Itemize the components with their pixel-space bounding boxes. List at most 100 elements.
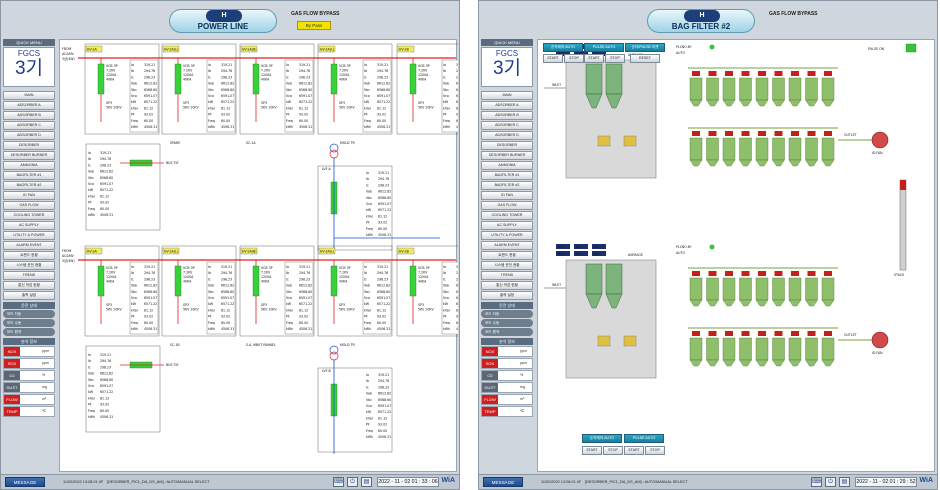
nav-item[interactable]: ALARM EVENT (3, 241, 55, 250)
bag-hopper (821, 159, 835, 167)
analyzer-value (498, 383, 520, 392)
logout-icon[interactable]: ⏻ (347, 477, 358, 487)
meter-label: kW (131, 302, 137, 306)
dp-value: 0.2 (576, 245, 581, 249)
vcb-spec: 1200A (183, 73, 194, 77)
nav-item[interactable]: GAS FLOW (3, 201, 55, 210)
meter-label: Ia (443, 63, 446, 67)
meter-label: Vab (208, 82, 214, 86)
nav-item[interactable]: ADSORBER A (481, 101, 533, 110)
transformer-icon (329, 149, 339, 159)
breaker-spec: SP3 (418, 101, 424, 105)
nav-item[interactable]: 트렌드 현황 (3, 251, 55, 260)
nav-item[interactable]: AC SUPPLY (481, 221, 533, 230)
nav-item[interactable]: 출력 설정 (3, 291, 55, 300)
nav-item[interactable]: BAGFILTER #1 (481, 171, 533, 180)
control-button[interactable]: 순차제어 AUTO (543, 43, 583, 52)
logout-icon[interactable]: ⏻ (825, 477, 836, 487)
mode-toggle[interactable]: 모드 자동 (481, 310, 533, 318)
nav-item[interactable]: 출력 설정 (481, 291, 533, 300)
stack-label: STACK (894, 273, 905, 277)
control-button[interactable]: STOP (645, 446, 665, 455)
nav-item[interactable]: ADSORBER D (481, 131, 533, 140)
control-button[interactable]: START (624, 446, 644, 455)
message-button[interactable]: MESSAGE (5, 477, 45, 487)
outlet-label: OUTLET (844, 333, 857, 337)
nav-item[interactable]: UTILITY & POWER (481, 231, 533, 240)
nav-item[interactable]: BAGFILTER #2 (481, 181, 533, 190)
nav-item[interactable]: COOLING TOWER (3, 211, 55, 220)
hopper (585, 63, 603, 95)
nav-item[interactable]: 시스템 운전 현황 (481, 261, 533, 270)
nav-item[interactable]: UTILITY & POWER (3, 231, 55, 240)
meter-value: 298.23 (377, 277, 388, 281)
nav-item[interactable]: 통신 작업 현황 (481, 281, 533, 290)
nav-item[interactable]: COOLING TOWER (481, 211, 533, 220)
meter-label: Ia (364, 265, 367, 269)
nav-item[interactable]: AMMONIA (3, 161, 55, 170)
print-icon[interactable]: ▤ (361, 477, 372, 487)
mode-toggle[interactable]: 모드 원격 (481, 328, 533, 336)
nav-item[interactable]: DESORBER BURNER (481, 151, 533, 160)
nav-item[interactable]: AMMONIA (481, 161, 533, 170)
analyzer-value (20, 371, 42, 380)
control-button[interactable]: PULSE AUTO (624, 434, 664, 443)
control-button[interactable]: 순차/PULSE 리셋 (625, 43, 665, 52)
meter-value: 6612.82 (378, 190, 391, 194)
control-button[interactable]: STOP (564, 54, 584, 63)
control-button[interactable]: STOP (605, 54, 625, 63)
analyzer-unit: ℃ (520, 409, 525, 413)
nav-item[interactable]: GAS FLOW (481, 201, 533, 210)
nav-item[interactable]: BAGFILTER #1 (3, 171, 55, 180)
nav-item[interactable]: TREND (3, 271, 55, 280)
nav-item[interactable]: MAIN (3, 91, 55, 100)
print-icon[interactable]: ▤ (839, 477, 850, 487)
meter-table (284, 59, 314, 133)
nav-item[interactable]: ADSORBER C (481, 121, 533, 130)
nav-item[interactable]: ID FAN (481, 191, 533, 200)
meter-label: Ib (286, 271, 289, 275)
nav-item[interactable]: ADSORBER C (3, 121, 55, 130)
meter-value: 6568.60 (221, 290, 234, 294)
valve-icon (741, 331, 750, 336)
nav-item[interactable]: BAGFILTER #2 (3, 181, 55, 190)
nav-item[interactable]: ADSORBER B (481, 111, 533, 120)
control-button[interactable]: STOP (603, 446, 623, 455)
nav-item[interactable]: ALARM EVENT (481, 241, 533, 250)
mode-toggle[interactable]: 모드 수동 (3, 319, 55, 327)
bag-cell (821, 277, 835, 301)
control-button[interactable]: 순차제어 AUTO (582, 434, 622, 443)
bag-hopper (739, 359, 752, 367)
message-button[interactable]: MESSAGE (483, 477, 523, 487)
mode-toggle[interactable]: 모드 자동 (3, 310, 55, 318)
bypass-badge[interactable]: By Pass (297, 21, 331, 30)
nav-item[interactable]: 통신 작업 현황 (3, 281, 55, 290)
control-button[interactable]: START (584, 54, 604, 63)
control-button[interactable]: START (582, 446, 602, 455)
lvf-box (317, 165, 393, 251)
control-button[interactable]: RESET (630, 54, 660, 63)
nav-item[interactable]: ADSORBER A (3, 101, 55, 110)
keyboard-icon[interactable]: ⌨ (811, 477, 822, 487)
meter-value: 60.00 (456, 119, 458, 123)
mode-toggle[interactable]: 모드 수동 (481, 319, 533, 327)
nav-item[interactable]: AC SUPPLY (3, 221, 55, 230)
mode-toggle[interactable]: 모드 원격 (3, 328, 55, 336)
nav-item[interactable]: MAIN (481, 91, 533, 100)
control-button[interactable]: PULSE AUTO (584, 43, 624, 52)
analyzer-tag: DUST (4, 383, 20, 392)
nav-item[interactable]: ID FAN (3, 191, 55, 200)
keyboard-icon[interactable]: ⌨ (333, 477, 344, 487)
nav-item[interactable]: DESORBER (481, 141, 533, 150)
nav-item[interactable]: 트렌드 현황 (481, 251, 533, 260)
nav-item[interactable]: DESORBER BURNER (3, 151, 55, 160)
bag-hopper (755, 299, 769, 307)
nav-item[interactable]: DESORBER (3, 141, 55, 150)
control-button[interactable]: START (543, 54, 563, 63)
nav-item[interactable]: ADSORBER D (3, 131, 55, 140)
nav-item[interactable]: 시스템 운전 현황 (3, 261, 55, 270)
nav-item[interactable]: ADSORBER B (3, 111, 55, 120)
nav-item[interactable]: TREND (481, 271, 533, 280)
